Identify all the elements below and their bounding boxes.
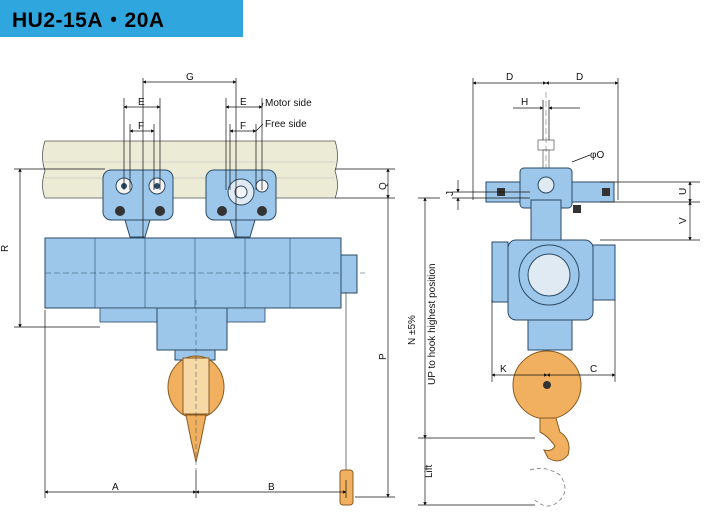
motor-side-label: Motor side xyxy=(265,98,312,109)
front-dimensions xyxy=(452,78,700,382)
rail-beam xyxy=(42,140,338,199)
trolley-right xyxy=(205,169,277,238)
dim-label-V: V xyxy=(678,217,689,224)
title-banner: HU2-15A・20A xyxy=(0,0,243,37)
pendant-control xyxy=(339,292,354,506)
dim-label-E-left: E xyxy=(138,97,145,108)
dim-label-A: A xyxy=(112,482,119,493)
dim-label-K: K xyxy=(500,364,507,375)
model-title: HU2-15A・20A xyxy=(12,9,165,32)
lift-label: Lift xyxy=(424,464,435,478)
dim-label-F-right: F xyxy=(240,121,246,132)
front-view: D D H φO J U V K C xyxy=(445,72,700,507)
dim-label-G: G xyxy=(186,72,194,83)
front-trolley xyxy=(485,167,615,213)
free-side-label: Free side xyxy=(265,119,307,130)
dim-label-B: B xyxy=(268,482,275,493)
side-view: G E E F F Motor side Free side R Q P N ±… xyxy=(0,72,535,506)
hook-block-side xyxy=(156,300,228,470)
trolley-left xyxy=(102,169,174,238)
dim-label-Q: Q xyxy=(378,182,389,190)
dim-label-E-right: E xyxy=(240,97,247,108)
dim-label-C: C xyxy=(590,364,597,375)
up-to-hook-label: UP to hook highest position xyxy=(427,263,438,385)
n-tolerance-label: N ±5% xyxy=(407,315,418,345)
dim-label-D-right: D xyxy=(576,72,583,83)
dim-label-P: P xyxy=(378,353,389,360)
dim-label-R: R xyxy=(0,245,11,252)
dim-label-H: H xyxy=(521,97,528,108)
front-hook xyxy=(512,350,582,507)
front-body xyxy=(491,199,616,351)
dim-label-J: J xyxy=(445,191,456,196)
dim-label-D-left: D xyxy=(506,72,513,83)
dim-label-phiO: φO xyxy=(590,150,604,161)
side-dimensions xyxy=(14,78,535,506)
dim-label-F-left: F xyxy=(138,121,144,132)
dim-label-U: U xyxy=(678,188,689,195)
